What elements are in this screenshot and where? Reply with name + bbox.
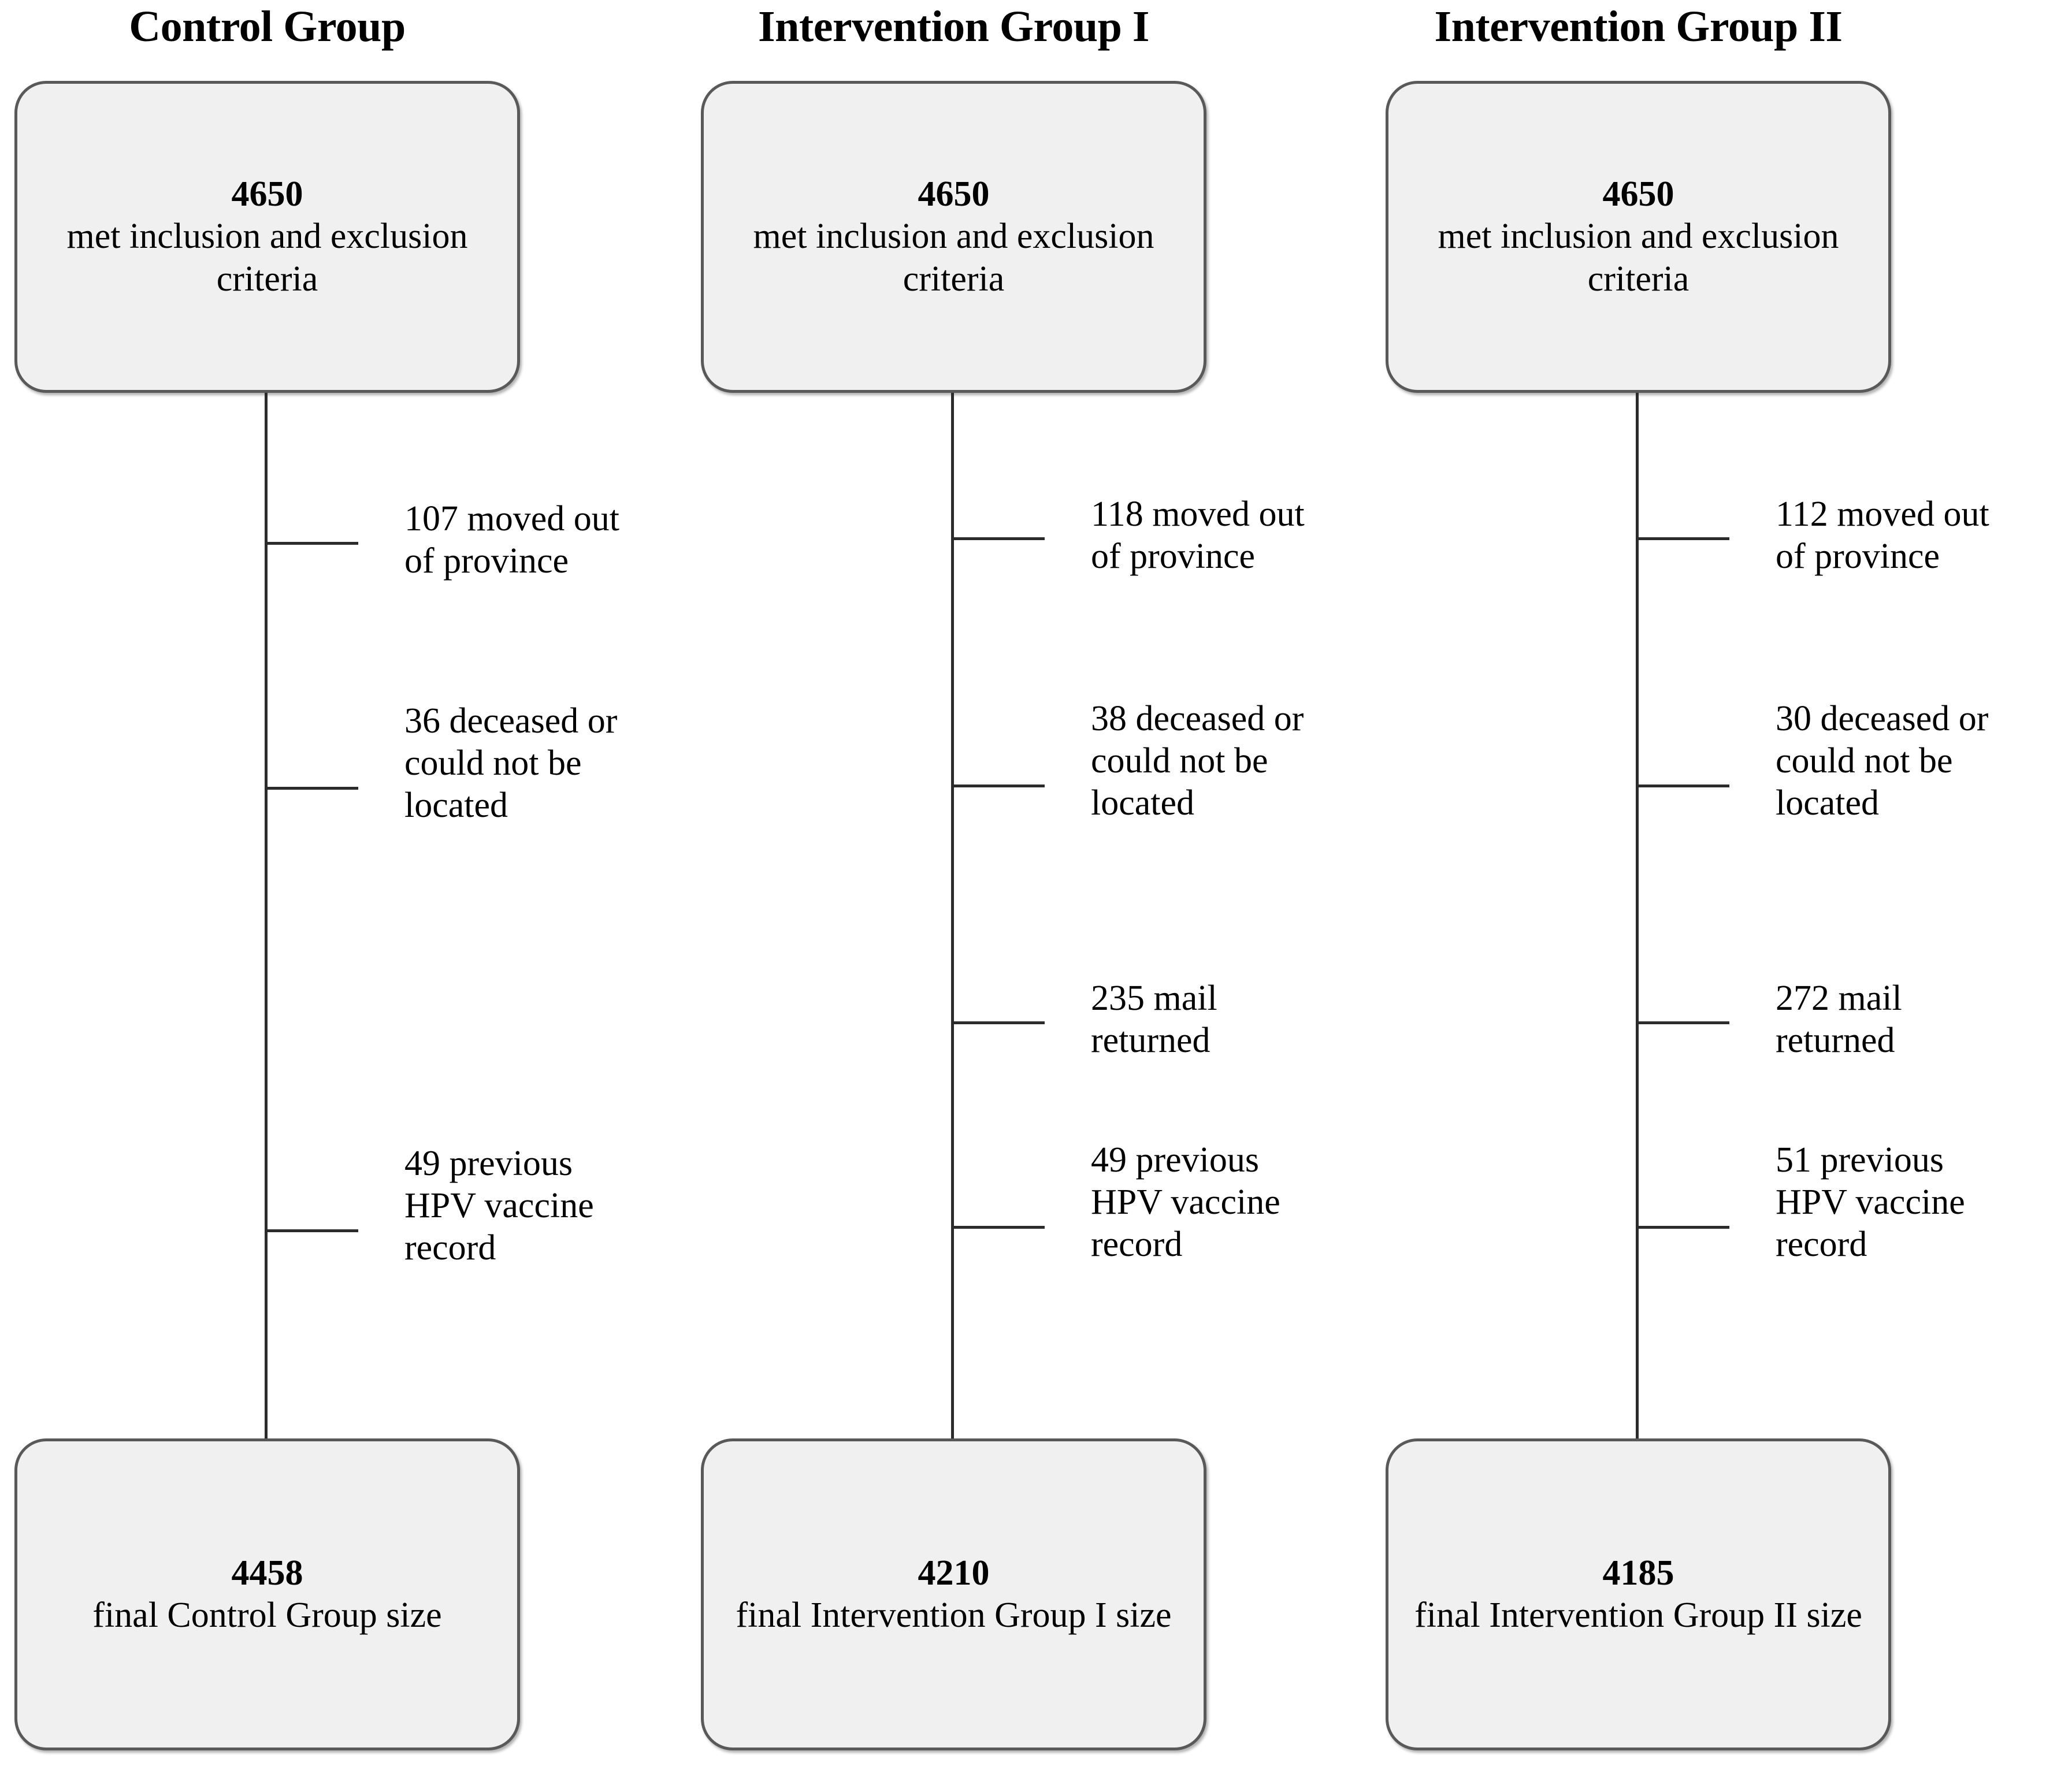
bottom-box-number-intervention-group-i: 4210 xyxy=(918,1553,990,1593)
exclusion-label-intervention-ii-2: 30 deceased or could not be located xyxy=(1776,699,1989,823)
connector-line-control-group xyxy=(265,393,268,1440)
connector-line-intervention-group-ii xyxy=(1636,393,1639,1440)
exclusion-tick-control-1 xyxy=(265,542,358,545)
exclusion-tick-intervention-i-3 xyxy=(951,1021,1045,1024)
exclusion-tick-intervention-ii-2 xyxy=(1636,785,1729,787)
top-box-number-intervention-group-ii: 4650 xyxy=(1602,174,1674,214)
top-box-intervention-group-i: 4650 met inclusion and exclusion criteri… xyxy=(701,81,1206,393)
exclusion-label-intervention-i-4: 49 previous HPV vaccine record xyxy=(1091,1140,1280,1265)
exclusion-label-intervention-i-2: 38 deceased or could not be located xyxy=(1091,699,1304,823)
exclusion-label-control-2: 36 deceased or could not be located xyxy=(404,701,618,826)
bottom-box-text-intervention-group-i: final Intervention Group I size xyxy=(736,1596,1172,1635)
exclusion-label-control-1: 107 moved out of province xyxy=(404,499,619,581)
column-title-control-group: Control Group xyxy=(129,2,406,51)
bottom-box-number-control-group: 4458 xyxy=(231,1553,303,1593)
bottom-box-control-group: 4458 final Control Group size xyxy=(14,1438,520,1750)
exclusion-label-intervention-ii-3: 272 mail returned xyxy=(1776,979,1902,1061)
exclusion-label-intervention-i-1: 118 moved out of province xyxy=(1091,495,1305,577)
top-box-intervention-group-ii: 4650 met inclusion and exclusion criteri… xyxy=(1386,81,1891,393)
exclusion-tick-intervention-i-1 xyxy=(951,537,1045,540)
bottom-box-number-intervention-group-ii: 4185 xyxy=(1602,1553,1674,1593)
exclusion-label-intervention-ii-1: 112 moved out of province xyxy=(1776,495,1989,577)
bottom-box-intervention-group-ii: 4185 final Intervention Group II size xyxy=(1386,1438,1891,1750)
bottom-box-text-intervention-group-ii: final Intervention Group II size xyxy=(1414,1596,1862,1635)
exclusion-tick-intervention-ii-3 xyxy=(1636,1021,1729,1024)
exclusion-tick-intervention-i-4 xyxy=(951,1226,1045,1229)
top-box-control-group: 4650 met inclusion and exclusion criteri… xyxy=(14,81,520,393)
top-box-number-control-group: 4650 xyxy=(231,174,303,214)
exclusion-label-intervention-ii-4: 51 previous HPV vaccine record xyxy=(1776,1140,1965,1265)
exclusion-tick-intervention-ii-1 xyxy=(1636,537,1729,540)
exclusion-tick-intervention-i-2 xyxy=(951,785,1045,787)
exclusion-label-control-3: 49 previous HPV vaccine record xyxy=(404,1144,594,1268)
top-box-text-intervention-group-ii: met inclusion and exclusion criteria xyxy=(1438,217,1839,299)
top-box-number-intervention-group-i: 4650 xyxy=(918,174,990,214)
top-box-text-control-group: met inclusion and exclusion criteria xyxy=(66,217,468,299)
exclusion-label-intervention-i-3: 235 mail returned xyxy=(1091,979,1217,1061)
exclusion-tick-control-2 xyxy=(265,787,358,790)
column-title-intervention-group-i: Intervention Group I xyxy=(758,2,1149,51)
exclusion-tick-intervention-ii-4 xyxy=(1636,1226,1729,1229)
top-box-text-intervention-group-i: met inclusion and exclusion criteria xyxy=(753,217,1154,299)
bottom-box-intervention-group-i: 4210 final Intervention Group I size xyxy=(701,1438,1206,1750)
column-title-intervention-group-ii: Intervention Group II xyxy=(1434,2,1843,51)
bottom-box-text-control-group: final Control Group size xyxy=(92,1596,442,1635)
connector-line-intervention-group-i xyxy=(951,393,954,1440)
exclusion-tick-control-3 xyxy=(265,1229,358,1232)
